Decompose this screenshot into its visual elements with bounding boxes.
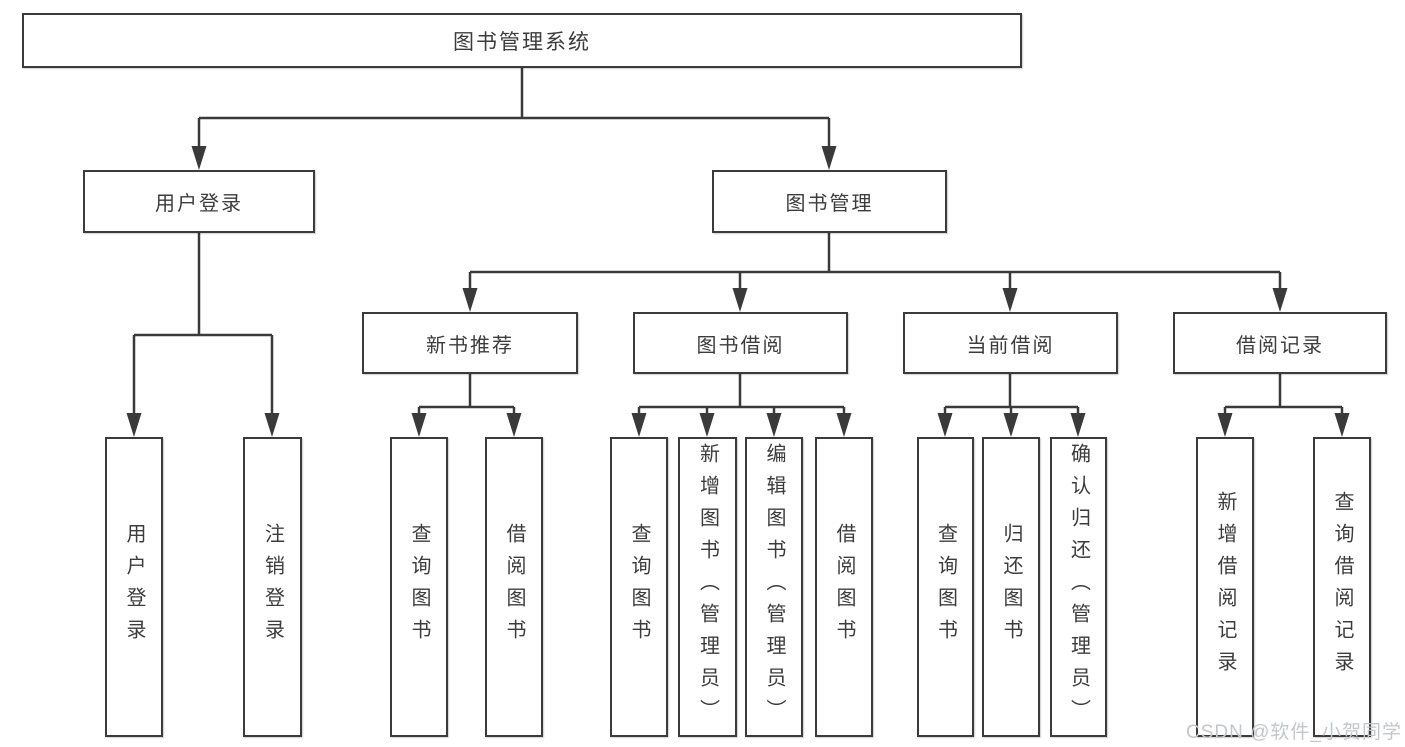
node-bb-add-book-admin: 新增图书（管理员） [678,437,737,737]
node-label: 确认归还（管理员） [1067,443,1090,731]
node-root: 图书管理系统 [22,13,1022,68]
node-new-book-recommend: 新书推荐 [362,312,578,374]
node-label: 新增图书（管理员） [696,443,719,731]
arrowheads [126,146,1350,437]
edge-borrow-record-branch [1223,374,1344,418]
edge-book-borrow-branch [637,374,846,418]
node-label: 查询图书 [628,523,650,651]
node-label: 借阅图书 [833,523,855,651]
node-bb-borrow-book: 借阅图书 [815,437,873,737]
node-br-query-record: 查询借阅记录 [1313,437,1371,737]
node-borrow-records: 借阅记录 [1173,312,1387,374]
node-user-login: 用户登录 [83,170,315,233]
node-nbr-borrow-book: 借阅图书 [485,437,543,737]
watermark: CSDN @软件_小贺同学 [1186,722,1402,743]
node-ul-user-login: 用户登录 [105,437,163,737]
node-label: 归还图书 [1000,523,1022,651]
node-br-add-record: 新增借阅记录 [1196,437,1254,737]
node-label: 注销登录 [261,523,284,651]
node-ul-logout: 注销登录 [243,437,302,737]
edge-book-mgmt-branch [468,233,1282,293]
node-cb-query-book: 查询图书 [917,437,974,737]
node-label: 查询借阅记录 [1331,491,1353,683]
node-nbr-query-book: 查询图书 [390,437,448,737]
node-label: 用户登录 [123,523,145,651]
edge-new-book-branch [417,374,516,418]
node-cb-confirm-return-admin: 确认归还（管理员） [1050,437,1107,737]
edge-current-borrow-branch [943,374,1080,418]
edge-root-to-level2 [197,68,831,150]
node-label: 查询图书 [934,523,957,651]
node-label: 新增借阅记录 [1214,491,1236,683]
node-cb-return-book: 归还图书 [982,437,1040,737]
node-book-borrow: 图书借阅 [633,312,848,374]
node-label: 查询图书 [408,523,430,651]
node-current-borrow: 当前借阅 [903,312,1118,374]
node-label: 编辑图书（管理员） [763,443,785,731]
node-label: 借阅图书 [503,523,525,651]
node-book-management: 图书管理 [712,170,947,233]
node-bb-edit-book-admin: 编辑图书（管理员） [745,437,803,737]
node-bb-query-book: 查询图书 [610,437,668,737]
edge-user-login-branch [132,233,274,418]
